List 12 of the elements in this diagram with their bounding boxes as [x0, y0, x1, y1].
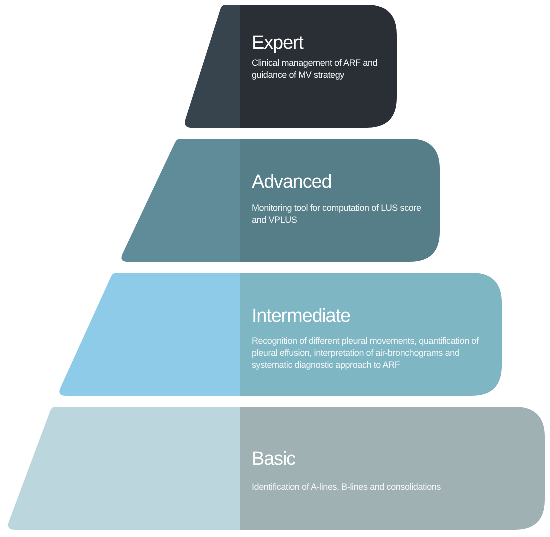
level-title: Basic: [252, 449, 296, 471]
pyramid-level: [57, 273, 502, 396]
pyramid-level: [183, 5, 397, 128]
pyramid-level: [119, 139, 440, 262]
level-description: Clinical management of ARF and guidance of MV strategy: [252, 57, 379, 81]
level-description: Monitoring tool for computation of LUS score and VPLUS: [252, 202, 422, 226]
level-description: Recognition of different pleural movements, quantification of pleural effusion, interpretation of air-bronchograms and systematic diagnostic approach to ARF: [252, 335, 480, 371]
level-title: Expert: [252, 33, 304, 55]
level-description: Identification of A-lines, B-lines and consolidations: [252, 481, 442, 493]
level-title: Intermediate: [252, 306, 350, 328]
pyramid-level: [6, 407, 545, 530]
level-title: Advanced: [252, 172, 332, 194]
